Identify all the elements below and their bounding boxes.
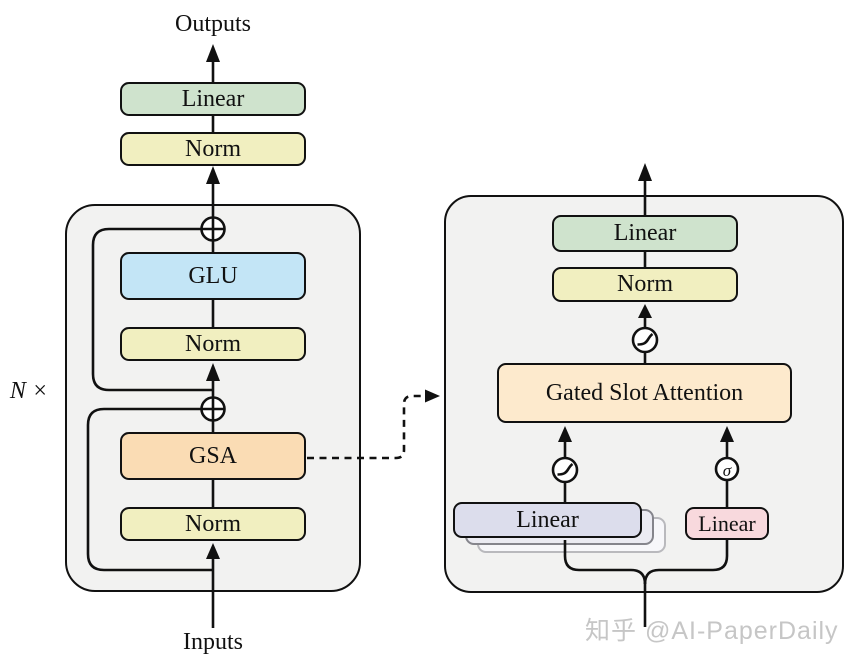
gated-slot-attention-box: Gated Slot Attention [497,363,792,423]
norm-output-box: Norm [120,132,306,166]
gsa-box: GSA [120,432,306,480]
add-plus-icon [200,216,226,242]
sigmoid-activation-icon: σ [714,456,740,482]
arrowhead-right-expansion [425,389,440,403]
glu-residual-connection [91,227,213,392]
swish-activation-icon [631,326,659,354]
arrowhead-up-gate-branch [720,426,734,442]
gsa-residual-connection [86,407,213,572]
dashed-expansion-arrow [307,394,425,460]
add-plus-icon [200,396,226,422]
sigma-symbol: σ [723,461,732,480]
arrowhead-up-qkv-branch [558,426,572,442]
arrowhead-up-detail-output [638,163,652,181]
detail-linear-output-box: Linear [552,215,738,252]
norm-gsa-box: Norm [120,507,306,541]
linear-gate-box: Linear [685,507,769,540]
repeat-count-label: N × [9,378,49,404]
merge-line-left [563,540,647,585]
linear-output-box: Linear [120,82,306,116]
arrowhead-up-into-norm-gsa [206,543,220,559]
outputs-label: Outputs [174,11,251,37]
watermark: 知乎 @AI-PaperDaily [585,617,839,645]
arrowhead-up-outputs [206,44,220,62]
inputs-label: Inputs [183,629,243,655]
linear-qkv-box: Linear [453,502,642,538]
arrowhead-up-into-norm-top [206,166,220,184]
norm-glu-box: Norm [120,327,306,361]
swish-activation-icon [551,456,579,484]
glu-box: GLU [120,252,306,300]
arrowhead-up-into-norm-glu [206,363,220,381]
merge-line-right [643,540,729,585]
detail-norm-box: Norm [552,267,738,302]
arrowhead-up-into-norm-detail [638,304,652,318]
